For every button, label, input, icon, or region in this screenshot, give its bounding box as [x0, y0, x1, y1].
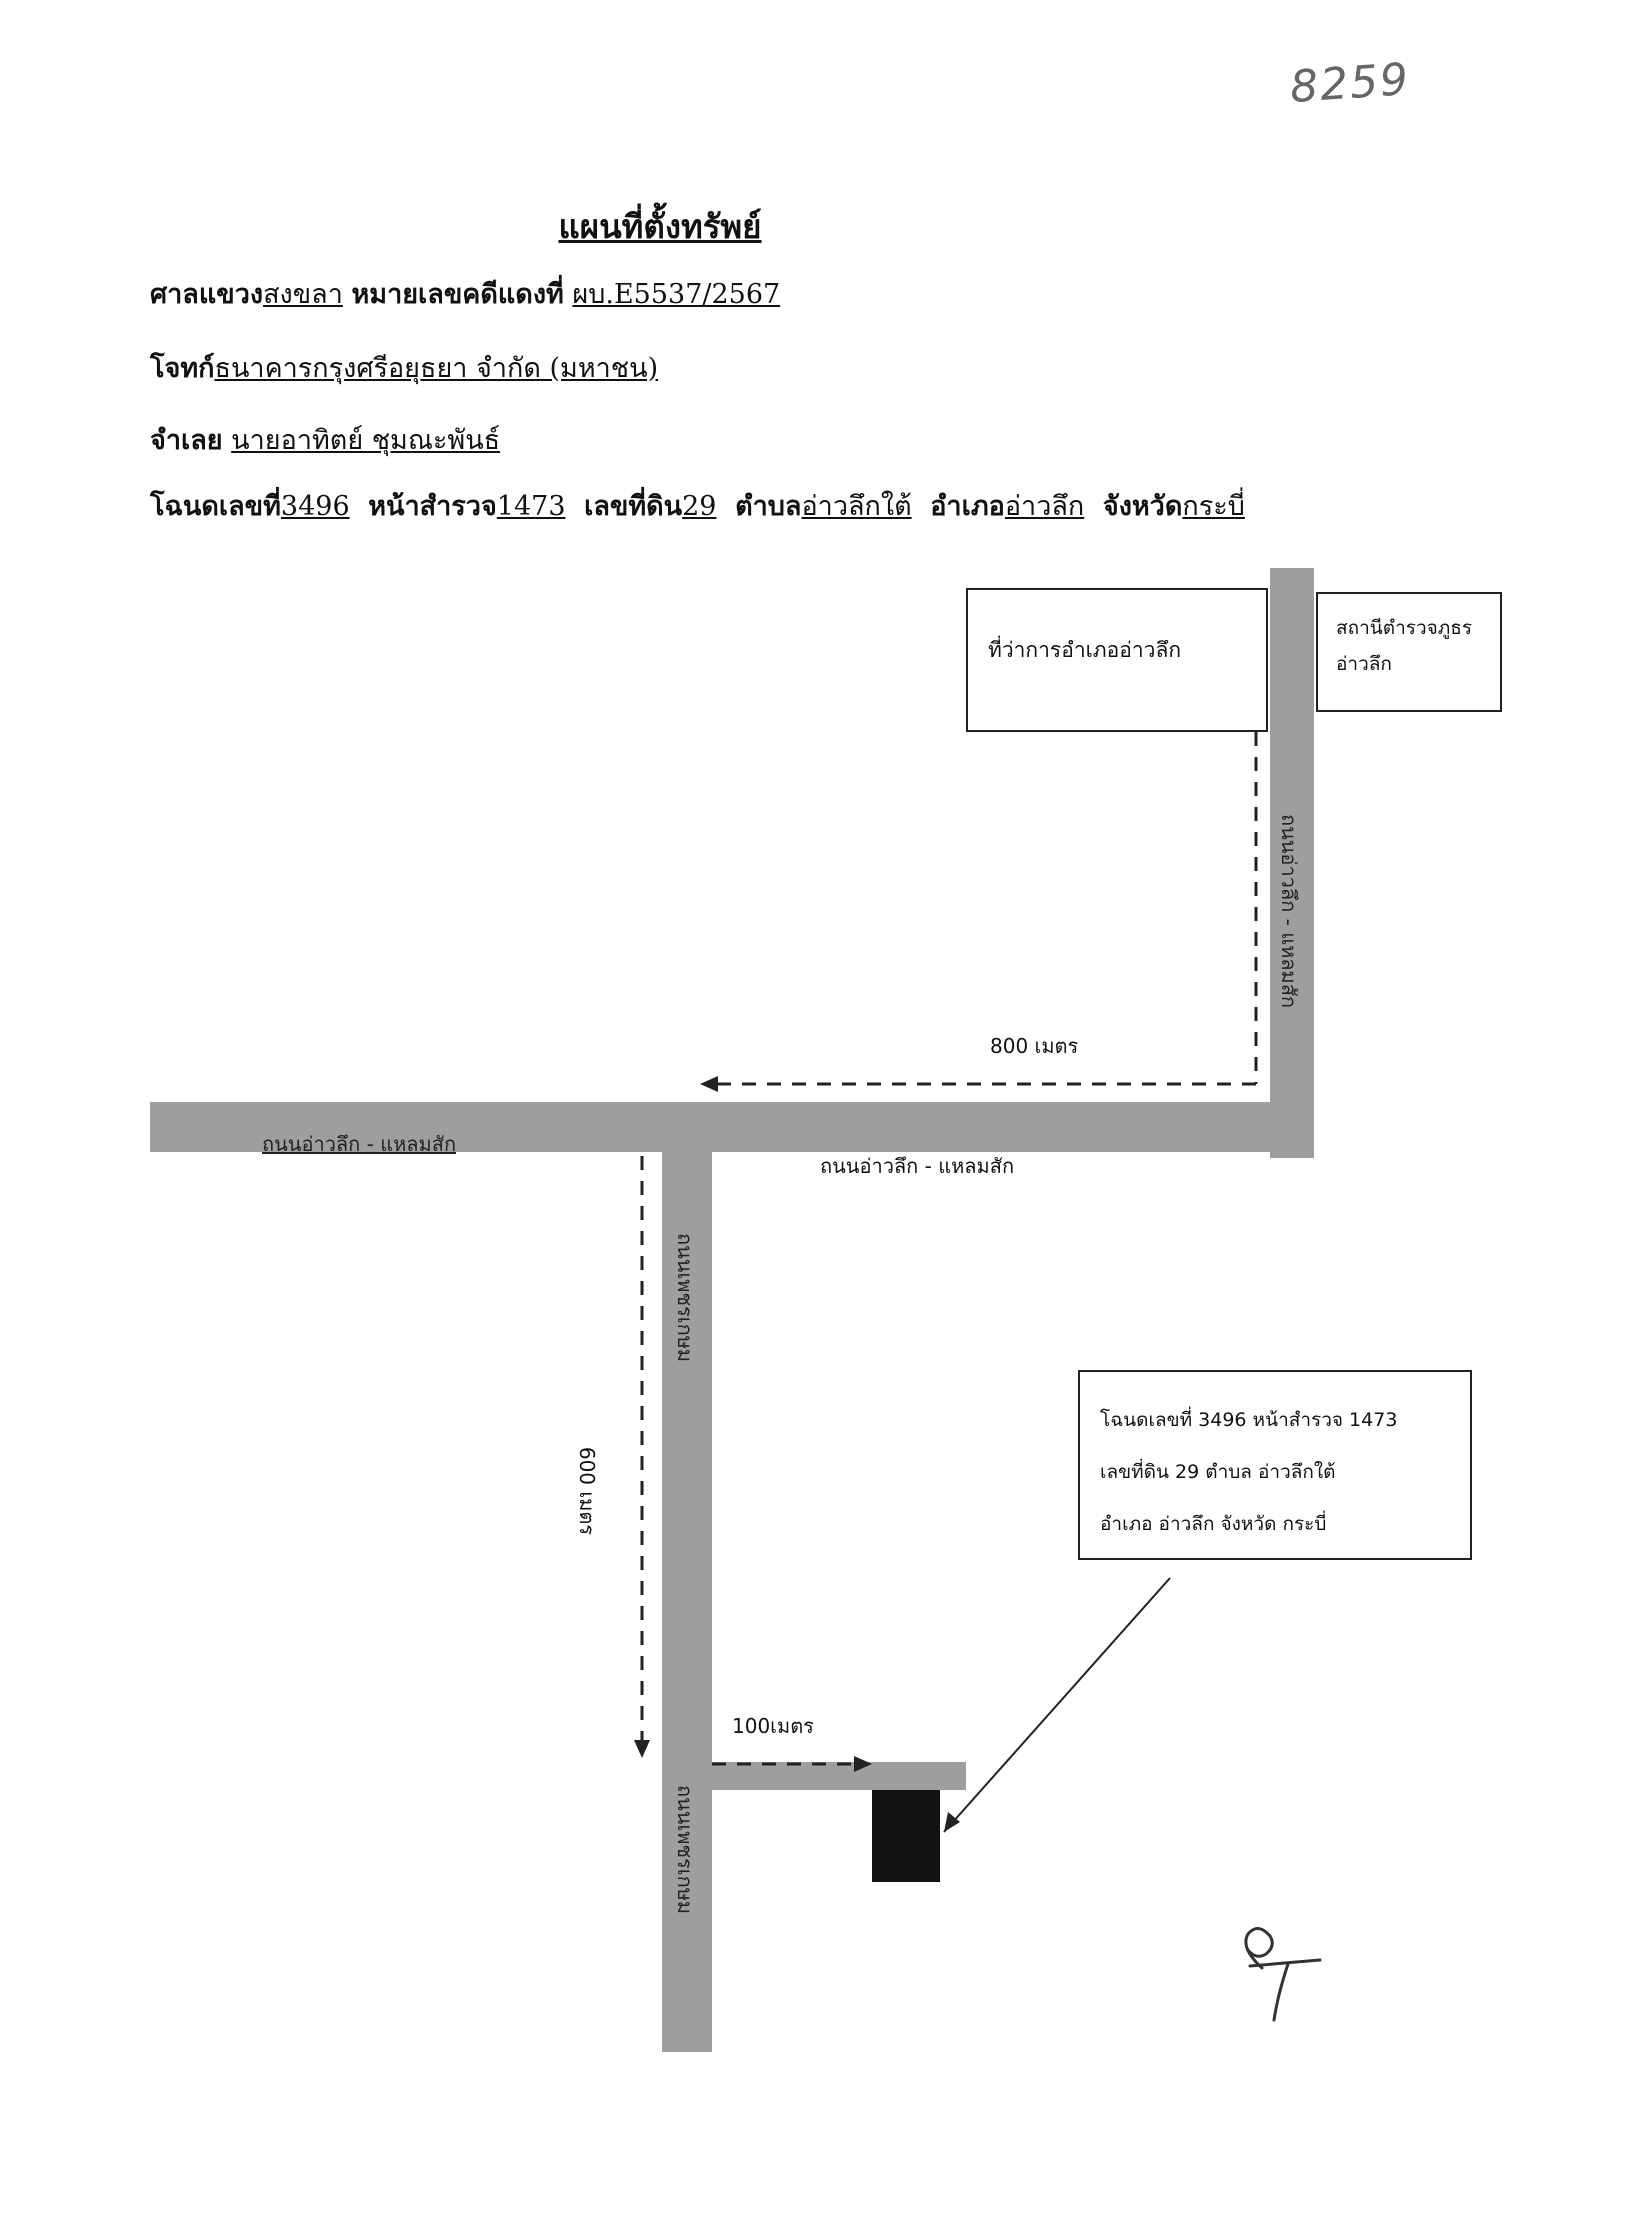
police-box-line-1: สถานีตำรวจภูธร: [1336, 617, 1473, 639]
callout-line-1: โฉนดเลขที่ 3496 หน้าสำรวจ 1473: [1100, 1409, 1398, 1431]
road-label-horizontal-right: ถนนอ่าวลึก - แหลมสัก: [820, 1154, 1015, 1178]
road-branch-right: [712, 1762, 966, 1790]
police-box-line-2: อ่าวลึก: [1336, 653, 1392, 675]
road-horizontal-main: [150, 1102, 1314, 1152]
road-label-horizontal-left: ถนนอ่าวลึก - แหลมสัก: [262, 1132, 457, 1156]
road-vertical-top: [1270, 568, 1314, 1158]
plaintiff-line: โจทก์ธนาคารกรุงศรีอยุธยา จำกัด (มหาชน): [150, 353, 659, 384]
distance-label-800: 800 เมตร: [990, 1034, 1079, 1058]
road-label-vertical-top: ถนนอ่าวลึก - แหลมสัก: [1277, 813, 1301, 1009]
deed-line: โฉนดเลขที่3496 หน้าสำรวจ1473 เลขที่ดิน29…: [150, 491, 1245, 522]
arrow-head-south: [634, 1740, 650, 1758]
road-vertical-lower: [662, 1152, 712, 2052]
target-parcel: [872, 1790, 940, 1882]
court-line: ศาลแขวงสงขลา หมายเลขคดีแดงที่ ผบ.E5537/2…: [150, 279, 781, 310]
callout-arrow-head: [944, 1812, 960, 1832]
district-office-box: ที่ว่าการอำเภออ่าวลึก: [966, 588, 1268, 732]
road-label-vertical-lower: ถนนเพชรเกษม: [673, 1233, 697, 1363]
callout-line-2: เลขที่ดิน 29 ตำบล อ่าวลึกใต้: [1100, 1461, 1336, 1483]
distance-label-100: 100เมตร: [732, 1714, 814, 1738]
signature-mark: [1244, 1927, 1322, 2022]
road-label-vertical-bottom: ถนนเพชรเกษม: [673, 1785, 697, 1915]
arrow-head-east: [854, 1756, 872, 1772]
police-station-box: สถานีตำรวจภูธร อ่าวลึก: [1316, 592, 1502, 712]
defendant-line: จำเลย นายอาทิตย์ ชุมณะพันธ์: [150, 425, 501, 456]
route-lines: [640, 732, 1258, 1766]
callout-line-3: อำเภอ อ่าวลึก จังหวัด กระบี่: [1100, 1513, 1327, 1535]
arrow-head-west: [700, 1076, 718, 1092]
deed-callout-box: โฉนดเลขที่ 3496 หน้าสำรวจ 1473 เลขที่ดิน…: [1078, 1370, 1472, 1560]
distance-label-600: 600 เมตร: [575, 1446, 599, 1536]
page-title: แผนที่ตั้งทรัพย์: [558, 207, 762, 246]
callout-pointer: [943, 1577, 1171, 1833]
